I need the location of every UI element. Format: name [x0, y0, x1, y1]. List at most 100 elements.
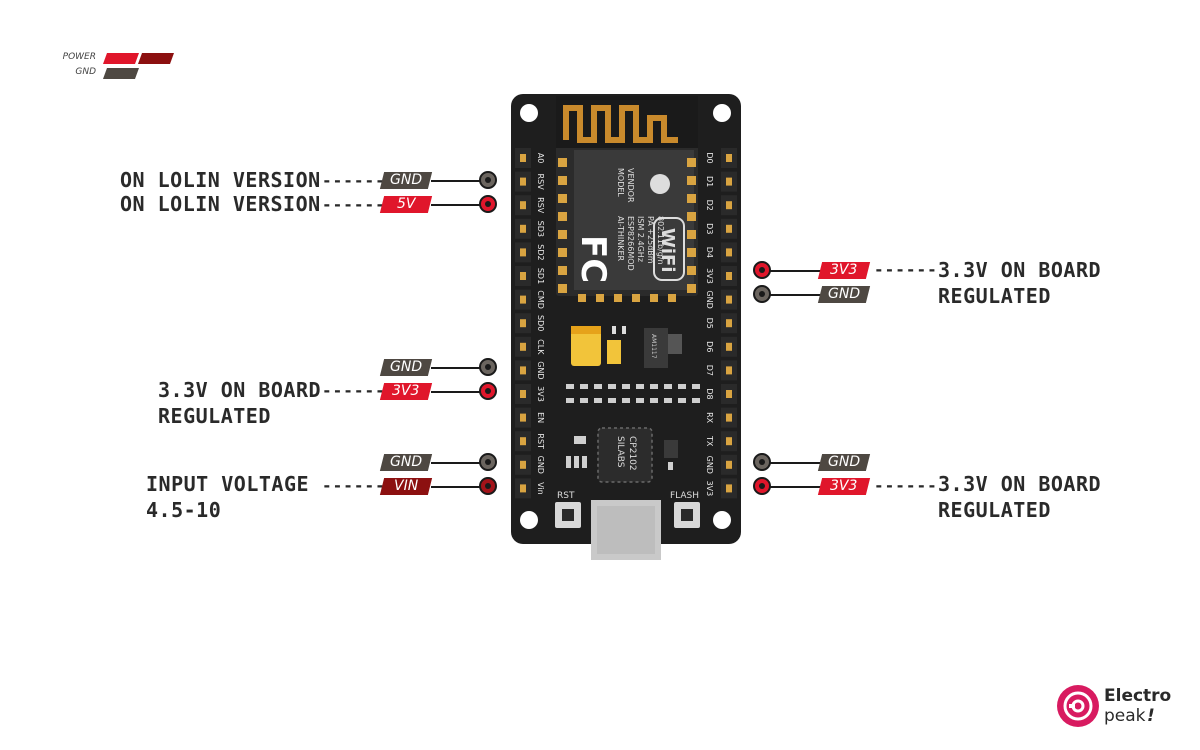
legend-power-label: POWER	[62, 52, 96, 62]
smd-part	[582, 456, 587, 468]
wire	[431, 204, 481, 206]
wire	[431, 462, 481, 464]
pin-label: SD1	[536, 268, 545, 284]
regulator-label: AM1117	[650, 334, 657, 359]
header-pin-contact	[726, 460, 732, 469]
pin-label: EN	[536, 412, 545, 423]
pin-dot-gnd	[479, 171, 497, 189]
pin-label: SD2	[536, 244, 545, 260]
dashes: ------	[322, 195, 386, 214]
pin-label: RSV	[536, 174, 545, 191]
header-pin-contact	[520, 177, 526, 186]
pin-label: D0	[705, 152, 714, 163]
smd-part	[612, 326, 616, 334]
pin-label: GND	[536, 456, 545, 474]
header-pin-contact	[726, 295, 732, 304]
smd-part	[668, 462, 673, 470]
pin-label: A0	[536, 153, 545, 164]
regulator	[644, 328, 668, 368]
pin-label: RSV	[536, 197, 545, 214]
wire	[769, 486, 821, 488]
transistor	[664, 440, 678, 458]
tag-left-3v3: 3V3	[379, 383, 433, 400]
header-pin-contact	[726, 390, 732, 398]
pin-label: RX	[705, 412, 714, 424]
pin-dot-gnd	[479, 453, 497, 471]
electropeak-logo-icon	[1057, 685, 1099, 727]
header-pin-contact	[726, 342, 732, 351]
wire	[431, 180, 481, 182]
usb-uart-chip	[597, 427, 653, 483]
header-pin-contact	[726, 366, 732, 375]
ai-thinker-logo	[650, 174, 670, 194]
tag-left-gnd-2: GND	[379, 359, 433, 376]
dashes: ------	[322, 381, 386, 400]
header-pin-contact	[520, 248, 526, 257]
wire	[431, 486, 481, 488]
header-pin-contact	[520, 342, 526, 351]
usb-connector-inner	[597, 506, 655, 554]
pin-dot-power	[479, 382, 497, 400]
pin-label: GND	[536, 361, 545, 379]
smd-row	[566, 384, 700, 403]
header-pin-contact	[520, 484, 526, 493]
wire	[769, 294, 821, 296]
smd-part	[574, 436, 586, 444]
header-pin-contact	[520, 201, 526, 210]
callout-right-top-line2: REGULATED	[938, 284, 1051, 308]
electropeak-logo-line1: Electro	[1104, 686, 1172, 706]
pin-label: TX	[705, 435, 714, 447]
module-text-3: ISM 2.4GHz	[636, 216, 645, 262]
pin-label: D8	[705, 388, 714, 399]
wifi-badge	[653, 217, 685, 281]
pin-label: D6	[705, 341, 714, 352]
left-pin-labels: A0RSVRSVSD3SD2SD1CMDSD0CLKGND3V3ENRSTGND…	[536, 153, 545, 495]
pin-label: D1	[705, 176, 714, 187]
module-text-6: ESP8266MOD	[626, 216, 635, 271]
usb-chip-label-1: SILABS	[615, 436, 625, 468]
tag-left-5v: 5V	[379, 196, 433, 213]
pin-label: CMD	[536, 290, 545, 309]
header-pin-contact	[726, 413, 732, 422]
tantalum-cap-band	[571, 326, 601, 334]
pin-label: GND	[705, 456, 714, 474]
right-header	[721, 148, 737, 499]
header-pin-contact	[520, 366, 526, 375]
smd-part	[574, 456, 579, 468]
pin-label: D4	[705, 247, 714, 258]
pin-label: RST	[536, 433, 545, 449]
wire	[769, 270, 821, 272]
tag-right-3v3-2: 3V3	[817, 478, 871, 495]
wifi-mark: WiFi	[657, 228, 678, 273]
pin-dot-vin	[479, 477, 497, 495]
header-pin-contact	[726, 319, 732, 328]
pin-label: D5	[705, 318, 714, 329]
rst-label: RST	[557, 491, 575, 501]
callout-vin-line1: INPUT VOLTAGE	[146, 472, 310, 496]
tag-left-vin: VIN	[379, 478, 433, 495]
module-text-4: PA +25dBm	[646, 216, 655, 264]
dashes: ------	[874, 260, 938, 279]
header-pin-contact	[726, 224, 732, 233]
dashes: ------	[322, 476, 386, 495]
pin-label: 3V3	[705, 268, 714, 284]
pin-label: GND	[705, 290, 714, 308]
smd-part	[622, 326, 626, 334]
module-pads	[558, 158, 696, 302]
wire	[769, 462, 821, 464]
legend-gnd-label: GND	[75, 67, 96, 77]
smd-part	[566, 456, 571, 468]
usb-chip-label-2: CP2102	[627, 436, 637, 471]
electropeak-logo-line2: peak	[1104, 706, 1146, 726]
header-pin-contact	[726, 154, 732, 162]
module-text-7: AI-THINKER	[616, 216, 625, 262]
wire	[431, 391, 481, 393]
callout-lolin-5v: ON LOLIN VERSION	[120, 192, 321, 216]
header-pin-contact	[520, 224, 526, 233]
module-text-5: 802.11b/g/n	[656, 216, 665, 265]
header-pin-contact	[520, 437, 526, 446]
pin-dot-power	[479, 195, 497, 213]
header-pin-contact	[726, 177, 732, 186]
tantalum-cap	[571, 326, 601, 366]
